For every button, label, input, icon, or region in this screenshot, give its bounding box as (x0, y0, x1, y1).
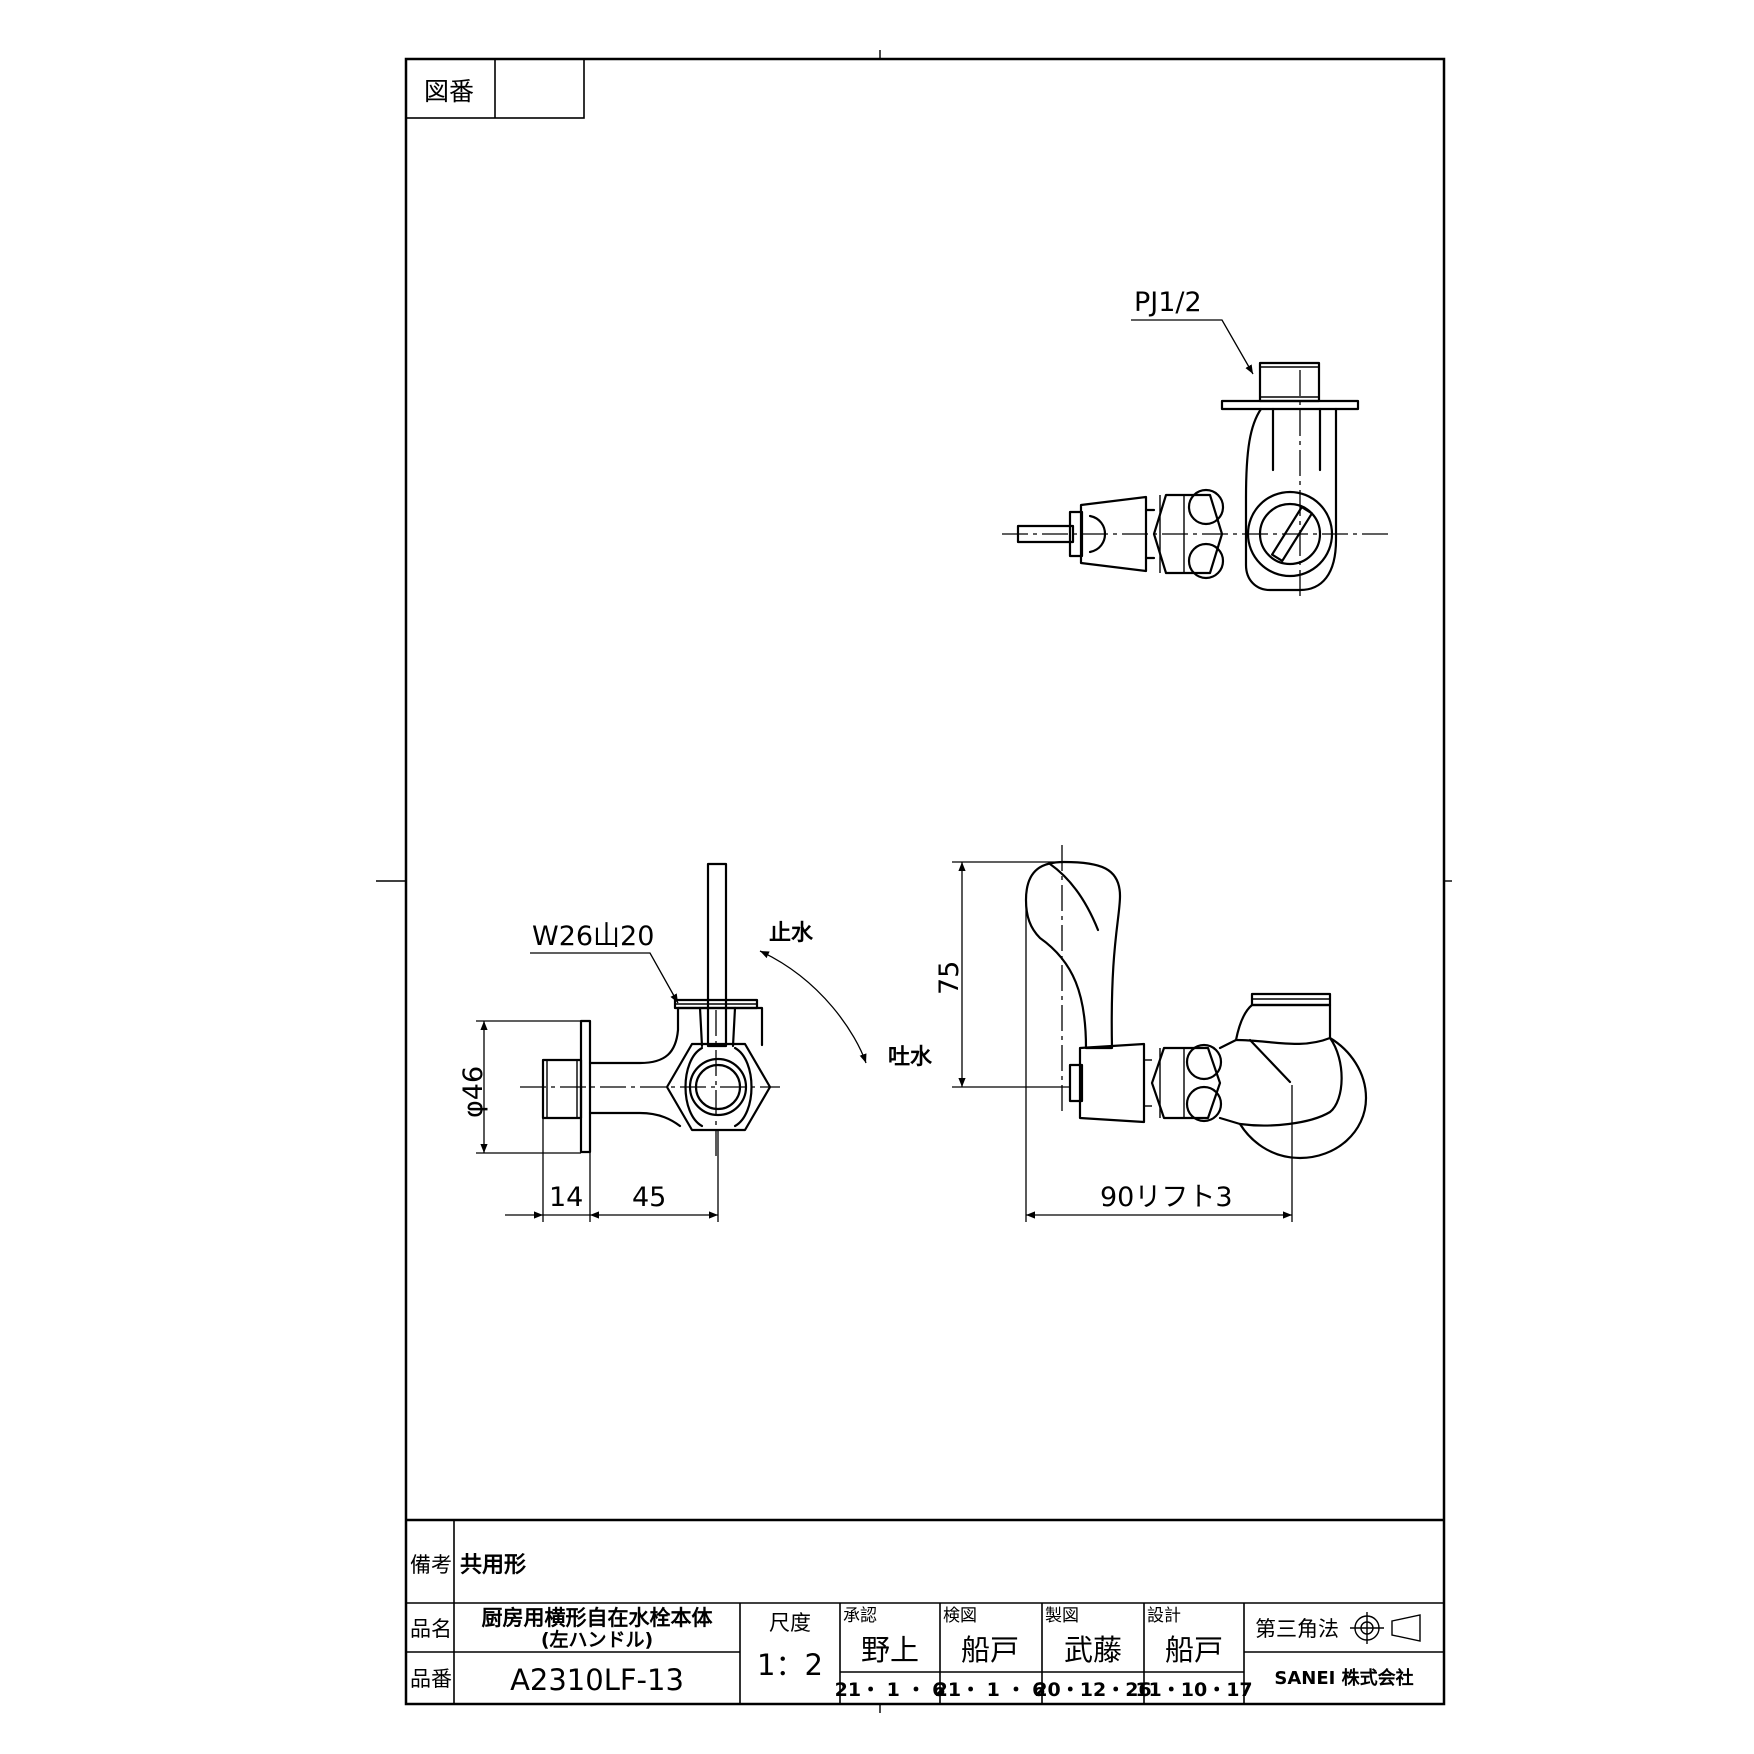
length-14-label: 14 (549, 1182, 583, 1213)
scale-value: 1：2 (757, 1648, 823, 1682)
company-name: SANEI 株式会社 (1274, 1667, 1413, 1689)
inspection-date: 21・ 1 ・ 6 (935, 1679, 1046, 1701)
flange-diameter-label: φ46 (458, 1066, 489, 1118)
remarks-value: 共用形 (460, 1553, 526, 1578)
design-date: 11・10・17 (1135, 1679, 1252, 1701)
product-number-label: 品番 (410, 1667, 452, 1691)
width-lift-label: 90リフト3 (1100, 1182, 1233, 1213)
side-view-dimensions: 75 90リフト3 (934, 861, 1293, 1222)
design-name: 船戸 (1165, 1633, 1223, 1667)
length-45-label: 45 (632, 1182, 666, 1213)
discharge-water-label: 吐水 (888, 1045, 933, 1070)
remarks-label: 備考 (410, 1553, 452, 1577)
inspection-name: 船戸 (961, 1633, 1019, 1667)
height-75-label: 75 (934, 961, 965, 995)
drafting-label: 製図 (1045, 1606, 1079, 1626)
drawing-number-box: 図番 (405, 58, 585, 119)
drafting-name: 武藤 (1064, 1633, 1122, 1667)
approval-date: 21・ 1 ・ 6 (835, 1679, 946, 1701)
stop-water-label: 止水 (769, 921, 814, 946)
third-angle-projection-icon (1350, 1612, 1421, 1644)
top-view (1002, 361, 1390, 600)
design-label: 設計 (1147, 1606, 1181, 1626)
product-name-line1: 厨房用横形自在水栓本体 (482, 1606, 714, 1630)
side-view (1024, 845, 1368, 1160)
product-name-line2: (左ハンドル) (541, 1628, 653, 1651)
title-block: 備考 共用形 品名 厨房用横形自在水栓本体 (左ハンドル) 品番 A2310LF… (406, 1518, 1444, 1704)
product-name-label: 品名 (410, 1617, 452, 1641)
approval-name: 野上 (861, 1633, 919, 1667)
scale-label: 尺度 (769, 1611, 811, 1635)
drafting-date: 20・12・26 (1034, 1679, 1151, 1701)
union-thread-label: W26山20 (532, 921, 654, 952)
pj-thread-callout: PJ1/2 (1131, 287, 1254, 375)
front-view-dimensions: W26山20 φ46 14 45 止水 吐水 (458, 921, 933, 1222)
drawing-number-label: 図番 (424, 77, 474, 106)
approval-label: 承認 (843, 1606, 877, 1626)
product-number-value: A2310LF-13 (510, 1663, 684, 1697)
projection-method-label: 第三角法 (1255, 1617, 1339, 1641)
pj-thread-label: PJ1/2 (1134, 287, 1202, 318)
drawing-frame (376, 50, 1452, 1713)
inspection-label: 検図 (943, 1606, 977, 1626)
front-view (520, 862, 780, 1160)
